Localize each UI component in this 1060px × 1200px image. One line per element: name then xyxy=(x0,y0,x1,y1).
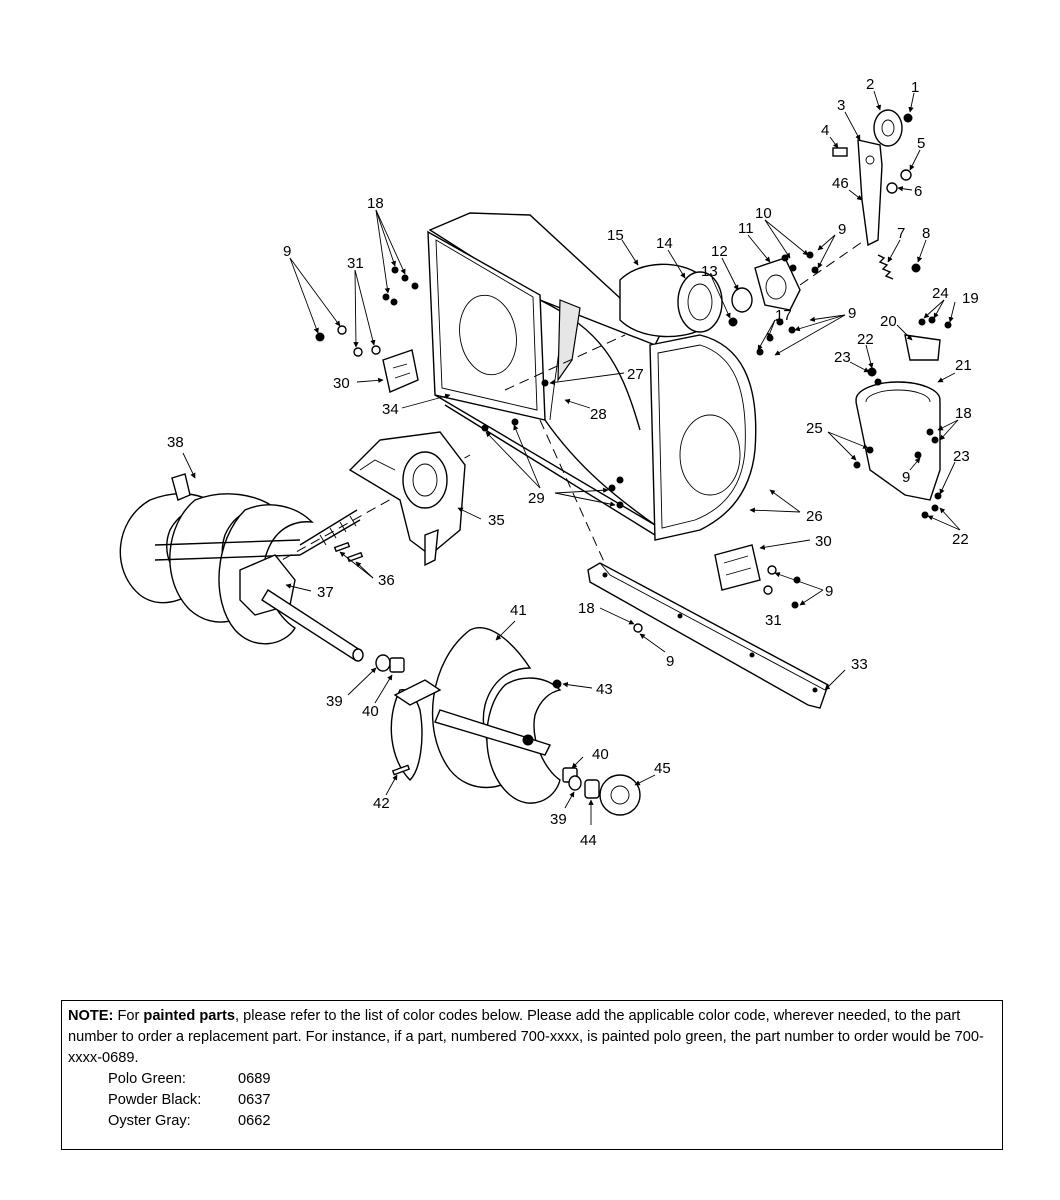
callout-9-left: 9 xyxy=(283,243,291,260)
callout-41: 41 xyxy=(510,602,527,619)
callout-9-chute: 9 xyxy=(902,469,910,486)
color-name: Oyster Gray: xyxy=(108,1113,191,1129)
callout-46: 46 xyxy=(832,175,849,192)
callout-44: 44 xyxy=(580,832,597,849)
callout-22-top: 22 xyxy=(857,331,874,348)
callout-31-right: 31 xyxy=(765,612,782,629)
callout-45: 45 xyxy=(654,760,671,777)
color-code: 0662 xyxy=(238,1113,271,1129)
callout-31-left: 31 xyxy=(347,255,364,272)
pulley-group xyxy=(728,109,921,356)
callout-28: 28 xyxy=(590,406,607,423)
callout-15: 15 xyxy=(607,227,624,244)
callout-9-bottom: 9 xyxy=(666,653,674,670)
note-bold-text: painted parts xyxy=(143,1008,236,1024)
callout-9-top: 9 xyxy=(838,221,846,238)
callout-6: 6 xyxy=(914,183,922,200)
color-code-list: Polo Green: 0689 Powder Black: 0637 Oyst… xyxy=(108,1069,996,1132)
color-code: 0637 xyxy=(238,1092,271,1108)
impeller-housing xyxy=(619,263,723,338)
callout-30-right: 30 xyxy=(815,533,832,550)
callout-43: 43 xyxy=(596,681,613,698)
callout-33: 33 xyxy=(851,656,868,673)
callout-9-mid: 9 xyxy=(848,305,856,322)
callout-42: 42 xyxy=(373,795,390,812)
callout-19: 19 xyxy=(962,290,979,307)
exploded-parts-diagram: 1 2 3 4 5 6 46 7 8 10 11 9 12 13 14 15 1… xyxy=(119,76,979,849)
callout-35: 35 xyxy=(488,512,505,529)
callout-2: 2 xyxy=(866,76,874,93)
left-auger xyxy=(119,473,364,662)
callout-12: 12 xyxy=(711,243,728,260)
callout-37: 37 xyxy=(317,584,334,601)
callout-29: 29 xyxy=(528,490,545,507)
note-text-2: , please refer to the list of color code… xyxy=(68,1008,984,1066)
callout-11: 11 xyxy=(738,220,754,237)
callout-23-top: 23 xyxy=(834,349,851,366)
callout-4: 4 xyxy=(821,122,829,139)
callout-20: 20 xyxy=(880,313,897,330)
color-code-row: Oyster Gray: 0662 xyxy=(108,1111,996,1132)
callout-39-left: 39 xyxy=(326,693,343,710)
callout-21: 21 xyxy=(955,357,972,374)
callout-25: 25 xyxy=(806,420,823,437)
callout-26: 26 xyxy=(806,508,823,525)
color-code-row: Polo Green: 0689 xyxy=(108,1069,996,1090)
shave-plate xyxy=(587,544,829,709)
color-code-row: Powder Black: 0637 xyxy=(108,1090,996,1111)
painted-parts-note: NOTE: For painted parts, please refer to… xyxy=(61,1000,1003,1150)
callout-9-right: 9 xyxy=(825,583,833,600)
callout-13: 13 xyxy=(701,263,718,280)
gearbox-housing xyxy=(348,431,466,567)
color-code: 0689 xyxy=(238,1071,271,1087)
note-text-1: For xyxy=(113,1008,144,1024)
callout-39-right: 39 xyxy=(550,811,567,828)
color-name: Powder Black: xyxy=(108,1092,202,1108)
note-label: NOTE: xyxy=(68,1008,114,1024)
callout-18-bottom: 18 xyxy=(578,600,595,617)
right-auger xyxy=(375,627,641,816)
callout-18-left: 18 xyxy=(367,195,384,212)
callout-40-left: 40 xyxy=(362,703,379,720)
callout-27: 27 xyxy=(627,366,644,383)
callout-17: 17 xyxy=(775,307,792,324)
callout-labels: 1 2 3 4 5 6 46 7 8 10 11 9 12 13 14 15 1… xyxy=(167,76,979,849)
callout-10: 10 xyxy=(755,205,772,222)
left-hardware xyxy=(315,266,419,393)
callout-1: 1 xyxy=(911,79,919,96)
callout-3: 3 xyxy=(837,97,845,114)
callout-8: 8 xyxy=(922,225,930,242)
leader-lines xyxy=(182,90,961,825)
callout-5: 5 xyxy=(917,135,925,152)
callout-34: 34 xyxy=(382,401,399,418)
callout-23-bottom: 23 xyxy=(953,448,970,465)
note-paragraph: NOTE: For painted parts, please refer to… xyxy=(68,1006,996,1069)
callout-14: 14 xyxy=(656,235,673,252)
callout-36: 36 xyxy=(378,572,395,589)
callout-40-right: 40 xyxy=(592,746,609,763)
callout-22-bottom: 22 xyxy=(952,531,969,548)
callout-24: 24 xyxy=(932,285,949,302)
color-name: Polo Green: xyxy=(108,1071,186,1087)
callout-38: 38 xyxy=(167,434,184,451)
auger-housing xyxy=(254,212,757,576)
callout-7: 7 xyxy=(897,225,905,242)
callout-30-left: 30 xyxy=(333,375,350,392)
callout-18-right: 18 xyxy=(955,405,972,422)
